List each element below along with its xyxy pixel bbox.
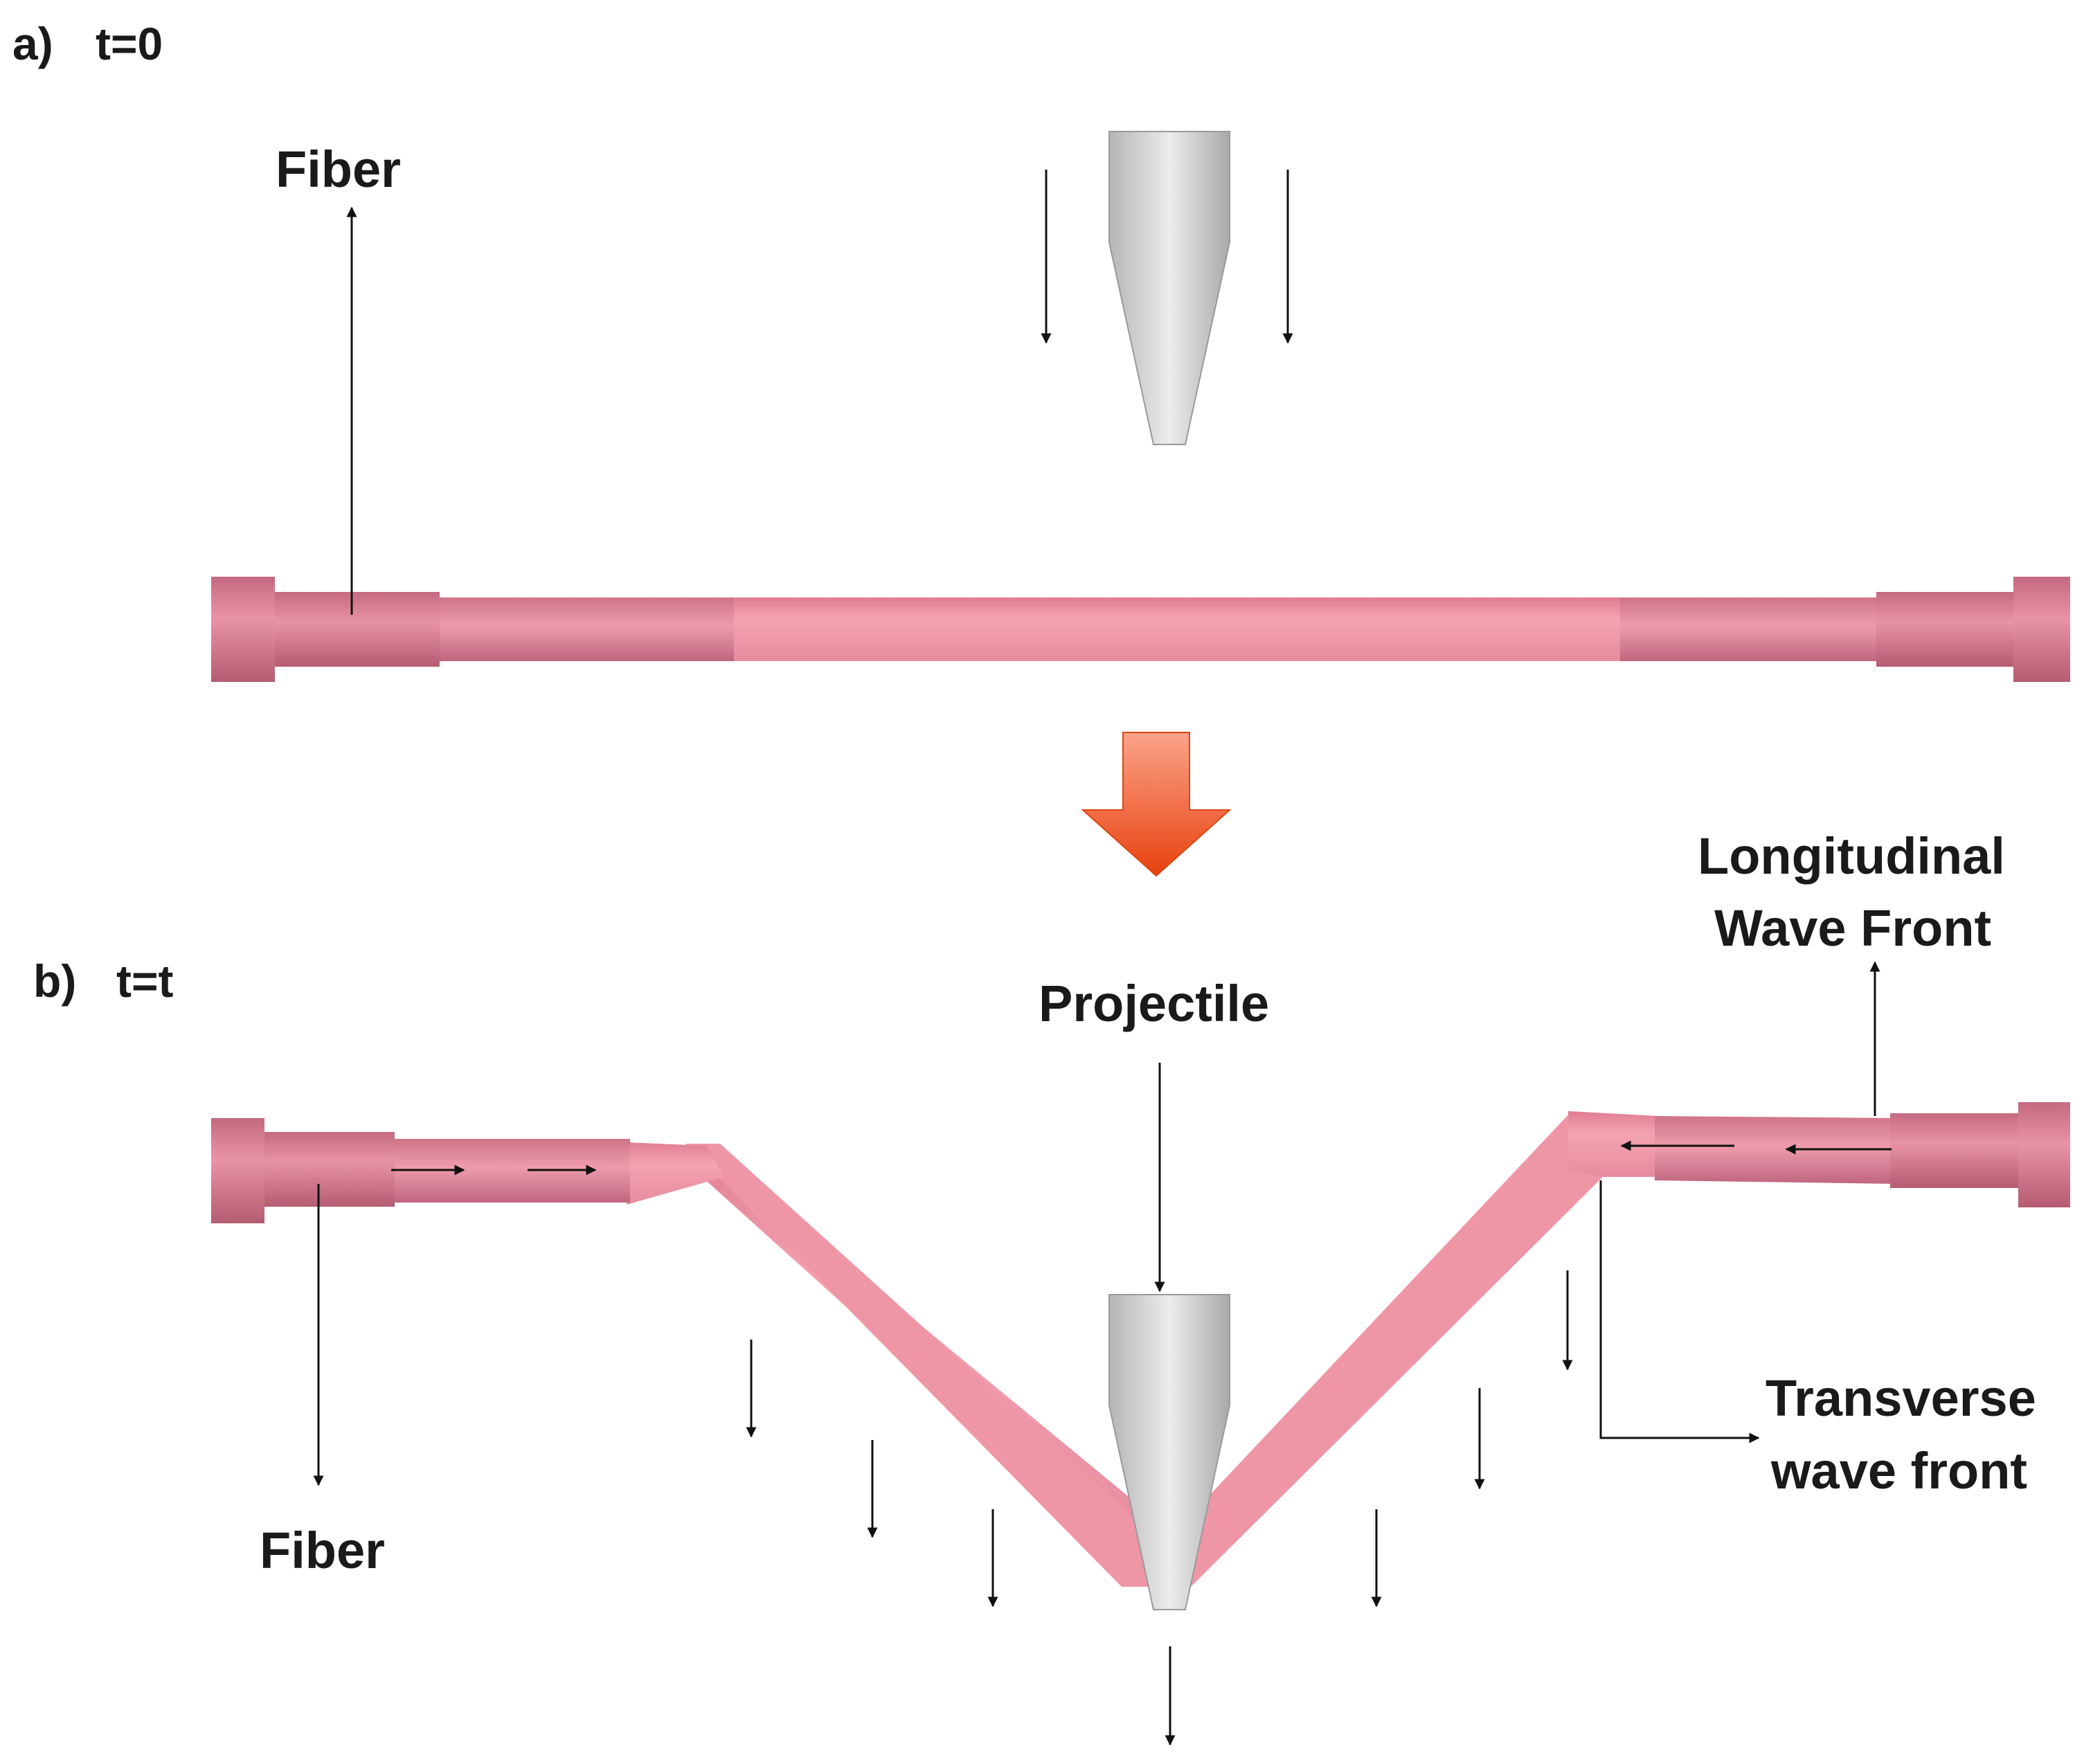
fiber-right-bend: [1568, 1111, 1658, 1177]
projectile-b: [1108, 1294, 1230, 1610]
fiber-clamp-left: [211, 577, 275, 682]
fiber-straight: [211, 577, 2070, 682]
panel-a: a) t=0 Fiber: [12, 18, 2070, 682]
transverse-pointer-arrow: [1599, 1180, 1760, 1443]
transverse-label-line1: Transverse: [1766, 1369, 2036, 1427]
fiber-grip-left-b: [263, 1132, 395, 1207]
fiber-label-b: Fiber: [260, 1522, 385, 1579]
fiber-clamp-left-b: [211, 1118, 264, 1223]
fiber-sleeve-right-b: [1655, 1116, 1894, 1184]
fiber-core: [734, 597, 1627, 661]
panel-a-time: t=0: [96, 18, 163, 69]
panel-b-label: b): [33, 955, 76, 1007]
longitudinal-label-line1: Longitudinal: [1698, 827, 2005, 885]
fiber-left-diagonal-body: [685, 1144, 1163, 1587]
projectile-label: Projectile: [1039, 975, 1269, 1032]
longitudinal-label-line2: Wave Front: [1714, 899, 1991, 957]
panel-a-label: a): [12, 18, 53, 69]
panel-b-time: t=t: [116, 955, 174, 1007]
fiber-deformed: [211, 1102, 2070, 1587]
fiber-right-diagonal-body: [1163, 1111, 1610, 1587]
fiber-grip-right: [1876, 592, 2015, 667]
fiber-grip-left: [273, 592, 440, 667]
fiber-clamp-right: [2013, 577, 2070, 682]
fiber-grip-right-b: [1890, 1113, 2022, 1188]
fiber-clamp-right-b: [2018, 1102, 2070, 1207]
fiber-sleeve-left: [440, 597, 734, 661]
panel-b: b) t=t Projectile: [33, 827, 2070, 1746]
fiber-sleeve-right: [1620, 597, 1876, 661]
projectile-a: [1108, 131, 1230, 445]
time-transition-arrow: [1081, 732, 1232, 877]
fiber-label-a: Fiber: [276, 141, 401, 198]
fiber-left-bend: [627, 1142, 724, 1205]
transverse-label-line2: wave front: [1770, 1442, 2027, 1500]
